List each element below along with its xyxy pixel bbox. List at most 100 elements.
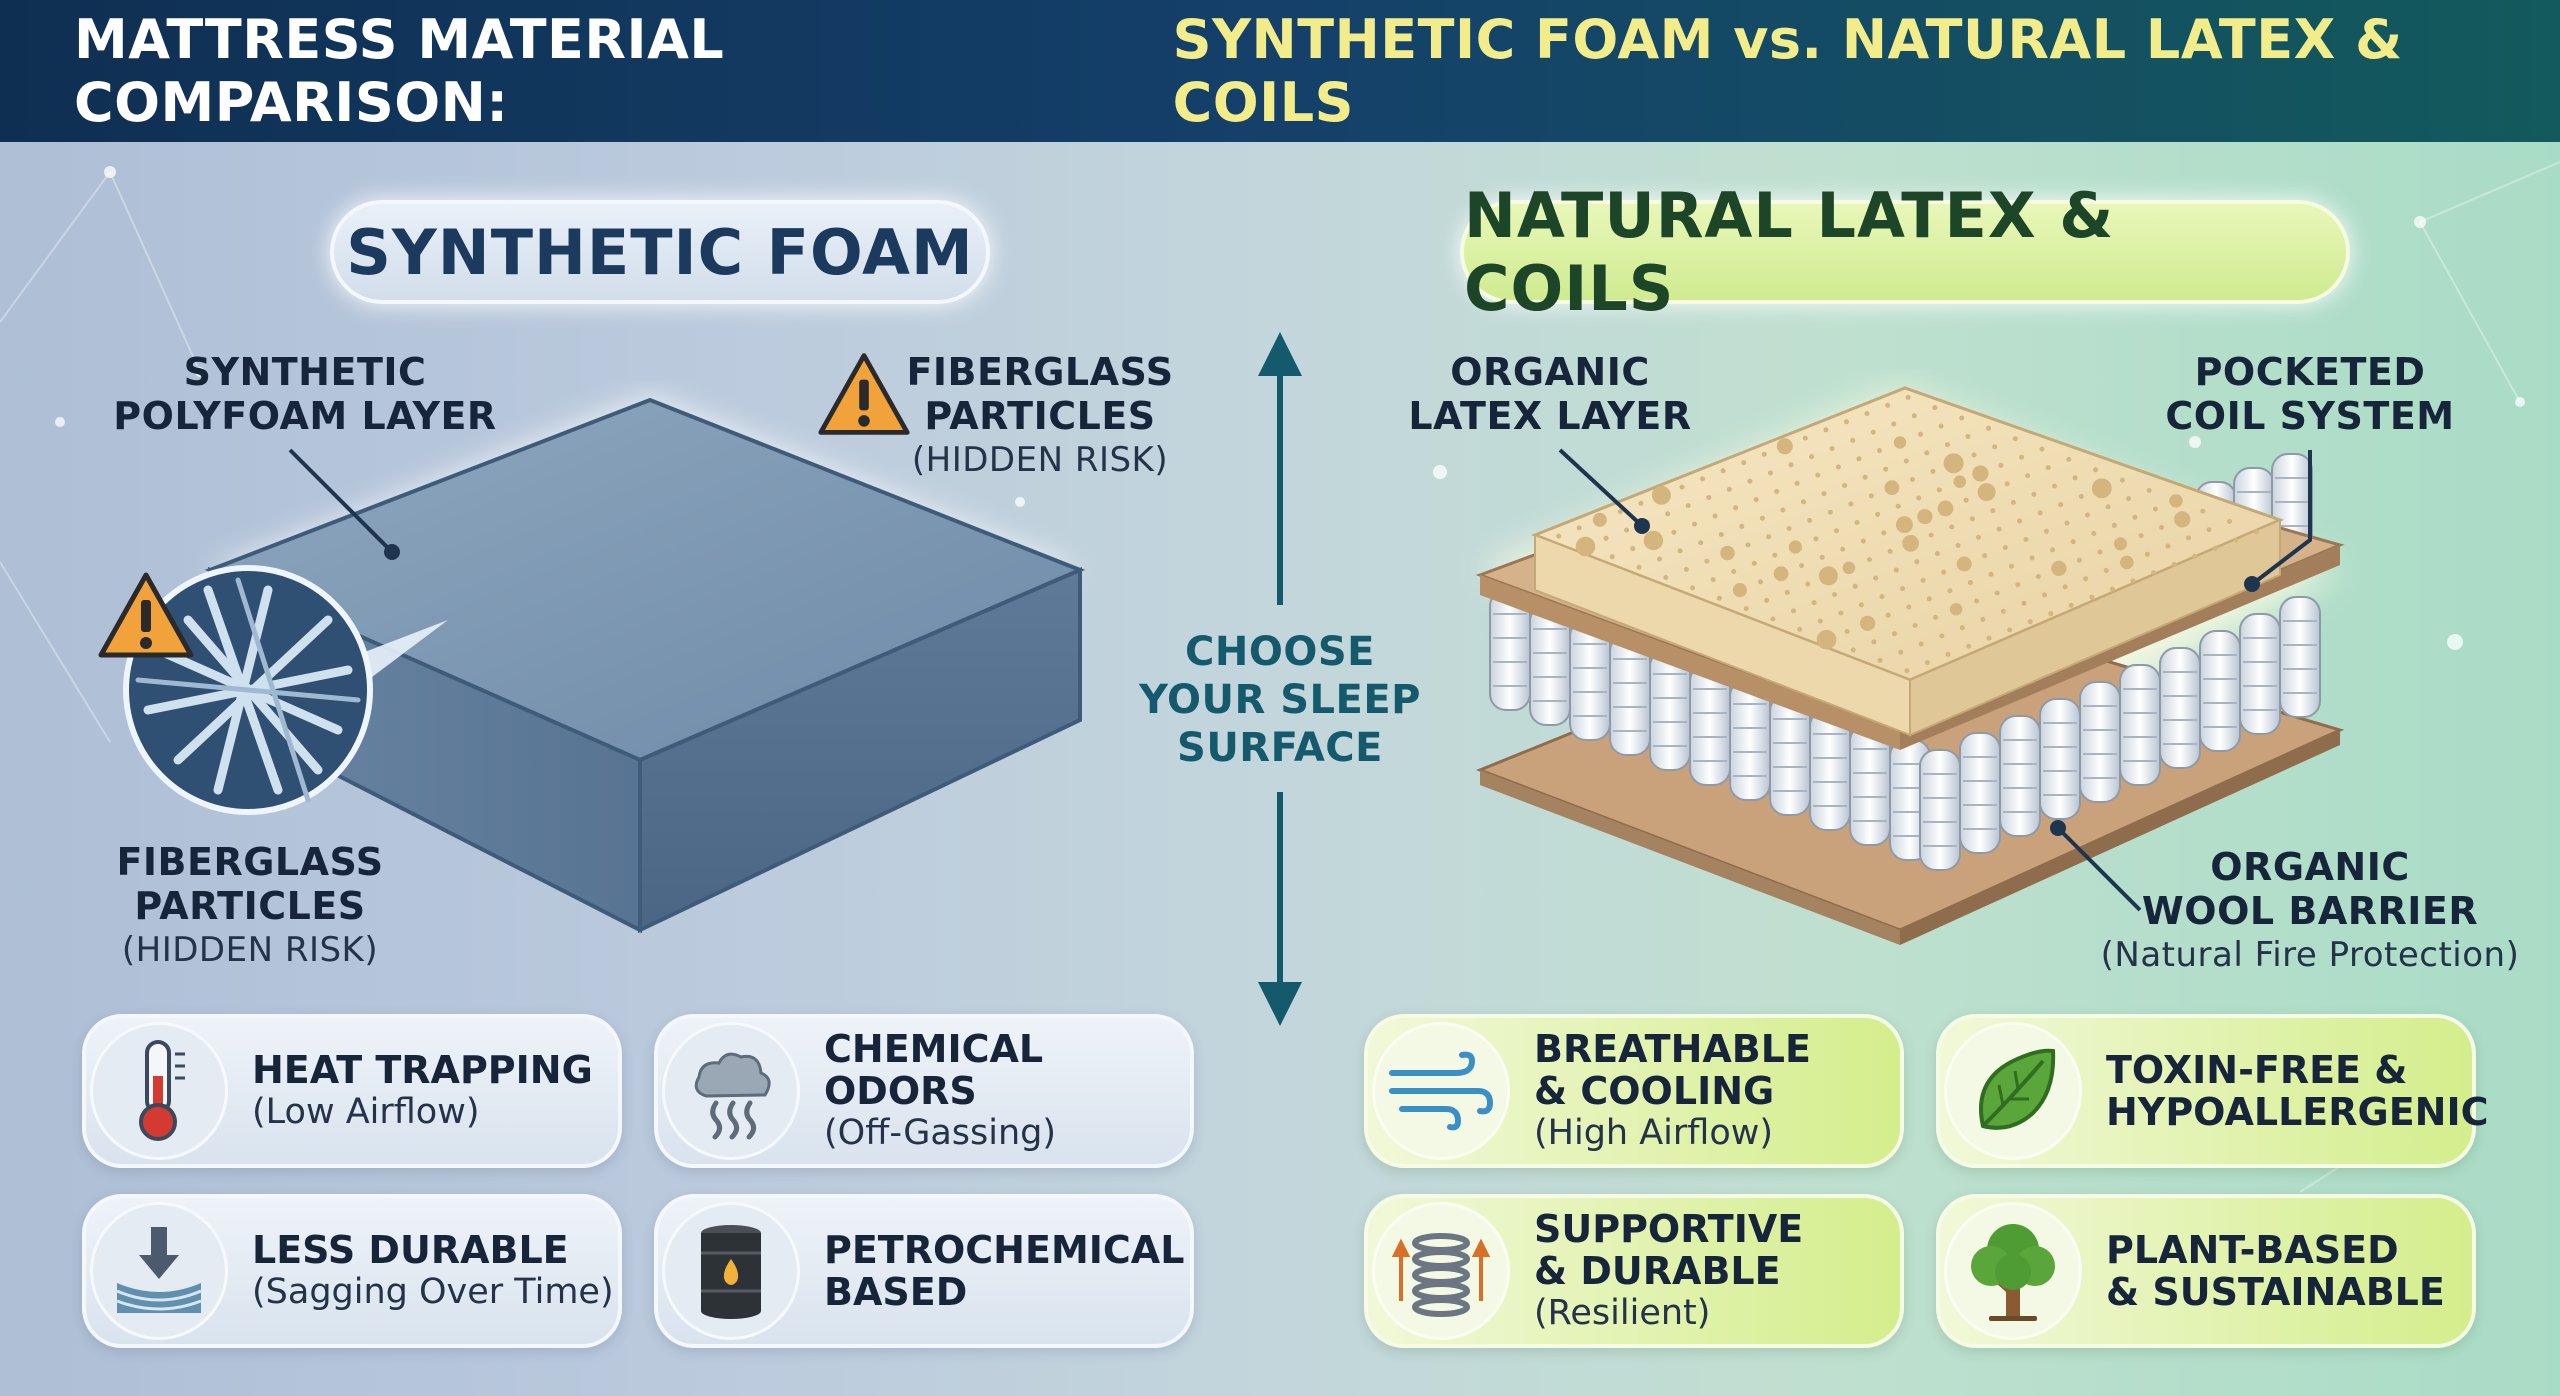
latex-pinhole [1609, 554, 1615, 560]
card-text: HEAT TRAPPING (Low Airflow) [252, 1049, 593, 1133]
latex-pinhole [1977, 483, 1996, 502]
latex-pinhole [1815, 472, 1821, 478]
oil-barrel-icon [662, 1202, 800, 1340]
latex-pinhole [1732, 583, 1747, 598]
latex-pinhole [2083, 576, 2089, 582]
latex-pinhole [2052, 483, 2057, 489]
latex-pinhole [1819, 554, 1825, 560]
latex-pinhole [2025, 473, 2031, 479]
latex-pinhole [1877, 448, 1882, 454]
latex-pinhole [1904, 668, 1910, 674]
latex-pinhole [1624, 527, 1630, 533]
latex-pinhole [2109, 586, 2115, 592]
latex-pinhole [1972, 465, 1989, 482]
latex-pinhole [2085, 512, 2090, 518]
latex-pinhole [1663, 575, 1669, 580]
latex-pinhole [1651, 485, 1671, 505]
center-line: CHOOSE [1185, 629, 1375, 675]
latex-pinhole [1926, 596, 1932, 602]
latex-pinhole [1916, 495, 1922, 501]
card-title: HEAT TRAPPING [252, 1048, 593, 1092]
latex-pinhole [1761, 451, 1767, 457]
latex-pinhole [2103, 568, 2109, 573]
latex-pinhole [1864, 411, 1870, 417]
natural-latex-coil-illustration [1475, 386, 2345, 945]
latex-pinhole [1885, 402, 1891, 408]
latex-pinhole [1969, 516, 1975, 522]
card-title: SUPPORTIVE [1534, 1207, 1804, 1251]
latex-pinhole [1870, 429, 1876, 435]
right-pointer-lines [1558, 448, 2312, 912]
latex-pinhole [1938, 423, 1944, 429]
latex-pinhole [1953, 475, 1967, 488]
latex-pinhole [1980, 617, 1986, 622]
latex-pinhole [2023, 537, 2029, 542]
latex-pinhole [1943, 453, 1964, 474]
latex-pinhole [1963, 497, 1969, 503]
latex-pinhole [1941, 569, 1947, 575]
latex-pinhole [1758, 579, 1763, 585]
latex-pinhole [2078, 494, 2084, 499]
center-up-arrow-icon [1258, 332, 1302, 605]
latex-pinhole [1976, 534, 1981, 540]
latex-pinhole [1747, 478, 1753, 484]
latex-pinhole [1788, 462, 1794, 468]
latex-pinhole [1918, 641, 1924, 647]
latex-pinhole [2105, 504, 2111, 510]
label-pocketed-coil-system: POCKETED COIL SYSTEM [2160, 350, 2460, 438]
latex-pinhole [1843, 419, 1849, 425]
card-title: & COOLING [1534, 1069, 1775, 1113]
latex-pinhole [1643, 530, 1664, 551]
latex-pinhole [1592, 512, 1607, 527]
wind-icon [1372, 1022, 1510, 1160]
latex-pinhole [1575, 536, 1596, 557]
latex-pinhole [1809, 454, 1815, 460]
label-organic-latex-layer: ORGANIC LATEX LAYER [1400, 350, 1700, 438]
latex-pinhole [2009, 563, 2014, 569]
latex-pinhole [2206, 527, 2212, 533]
latex-pinhole [1924, 450, 1930, 456]
latex-pinhole [1858, 602, 1864, 608]
latex-pinhole [1712, 513, 1718, 519]
latex-pinhole [2035, 574, 2041, 579]
latex-pinhole [1956, 556, 1972, 572]
latex-pinhole [1802, 435, 1808, 441]
fumes-icon [662, 1022, 800, 1160]
pocket-coil [2199, 630, 2241, 752]
latex-pinhole [2097, 549, 2103, 555]
warning-icon [818, 353, 910, 435]
choose-sleep-surface-text: CHOOSE YOUR SLEEP SURFACE [1130, 628, 1430, 772]
latex-pinhole [1838, 610, 1844, 616]
card-text: LESS DURABLE (Sagging Over Time) [252, 1229, 614, 1313]
latex-pinhole [1902, 534, 1919, 552]
card-text: PLANT-BASED & SUSTAINABLE [2106, 1229, 2445, 1313]
latex-pinhole [2169, 494, 2183, 508]
latex-pinhole [1914, 559, 1920, 565]
spring-icon [1372, 1202, 1510, 1340]
latex-pinhole [2027, 619, 2033, 625]
latex-pinhole [2171, 562, 2177, 568]
latex-pinhole [1988, 571, 1994, 577]
latex-pinhole [1753, 497, 1759, 503]
latex-pinhole [2017, 518, 2023, 524]
latex-pinhole [2132, 514, 2138, 520]
latex-pinhole [1945, 651, 1951, 657]
center-down-arrow-icon [1258, 792, 1302, 1026]
latex-pinhole [2062, 584, 2068, 590]
tree-icon [1944, 1202, 2082, 1340]
card-text: TOXIN-FREE & HYPOALLERGENIC [2106, 1049, 2489, 1133]
latex-pinhole [1786, 526, 1792, 531]
latex-pinhole [1726, 486, 1732, 492]
latex-pinhole [1784, 589, 1790, 595]
latex-pinhole [1903, 458, 1909, 464]
label-line: COIL SYSTEM [2165, 394, 2455, 438]
latex-pinhole [1683, 566, 1689, 572]
card-desc: (Resilient) [1534, 1293, 1711, 1333]
latex-pinhole [1949, 603, 1963, 616]
latex-pinhole [1665, 511, 1671, 517]
pocket-coil [2279, 596, 2321, 718]
latex-pinhole [2130, 578, 2136, 584]
latex-pinhole [1733, 505, 1739, 511]
latex-pinhole [1936, 487, 1942, 493]
latex-pinhole [1720, 468, 1726, 474]
